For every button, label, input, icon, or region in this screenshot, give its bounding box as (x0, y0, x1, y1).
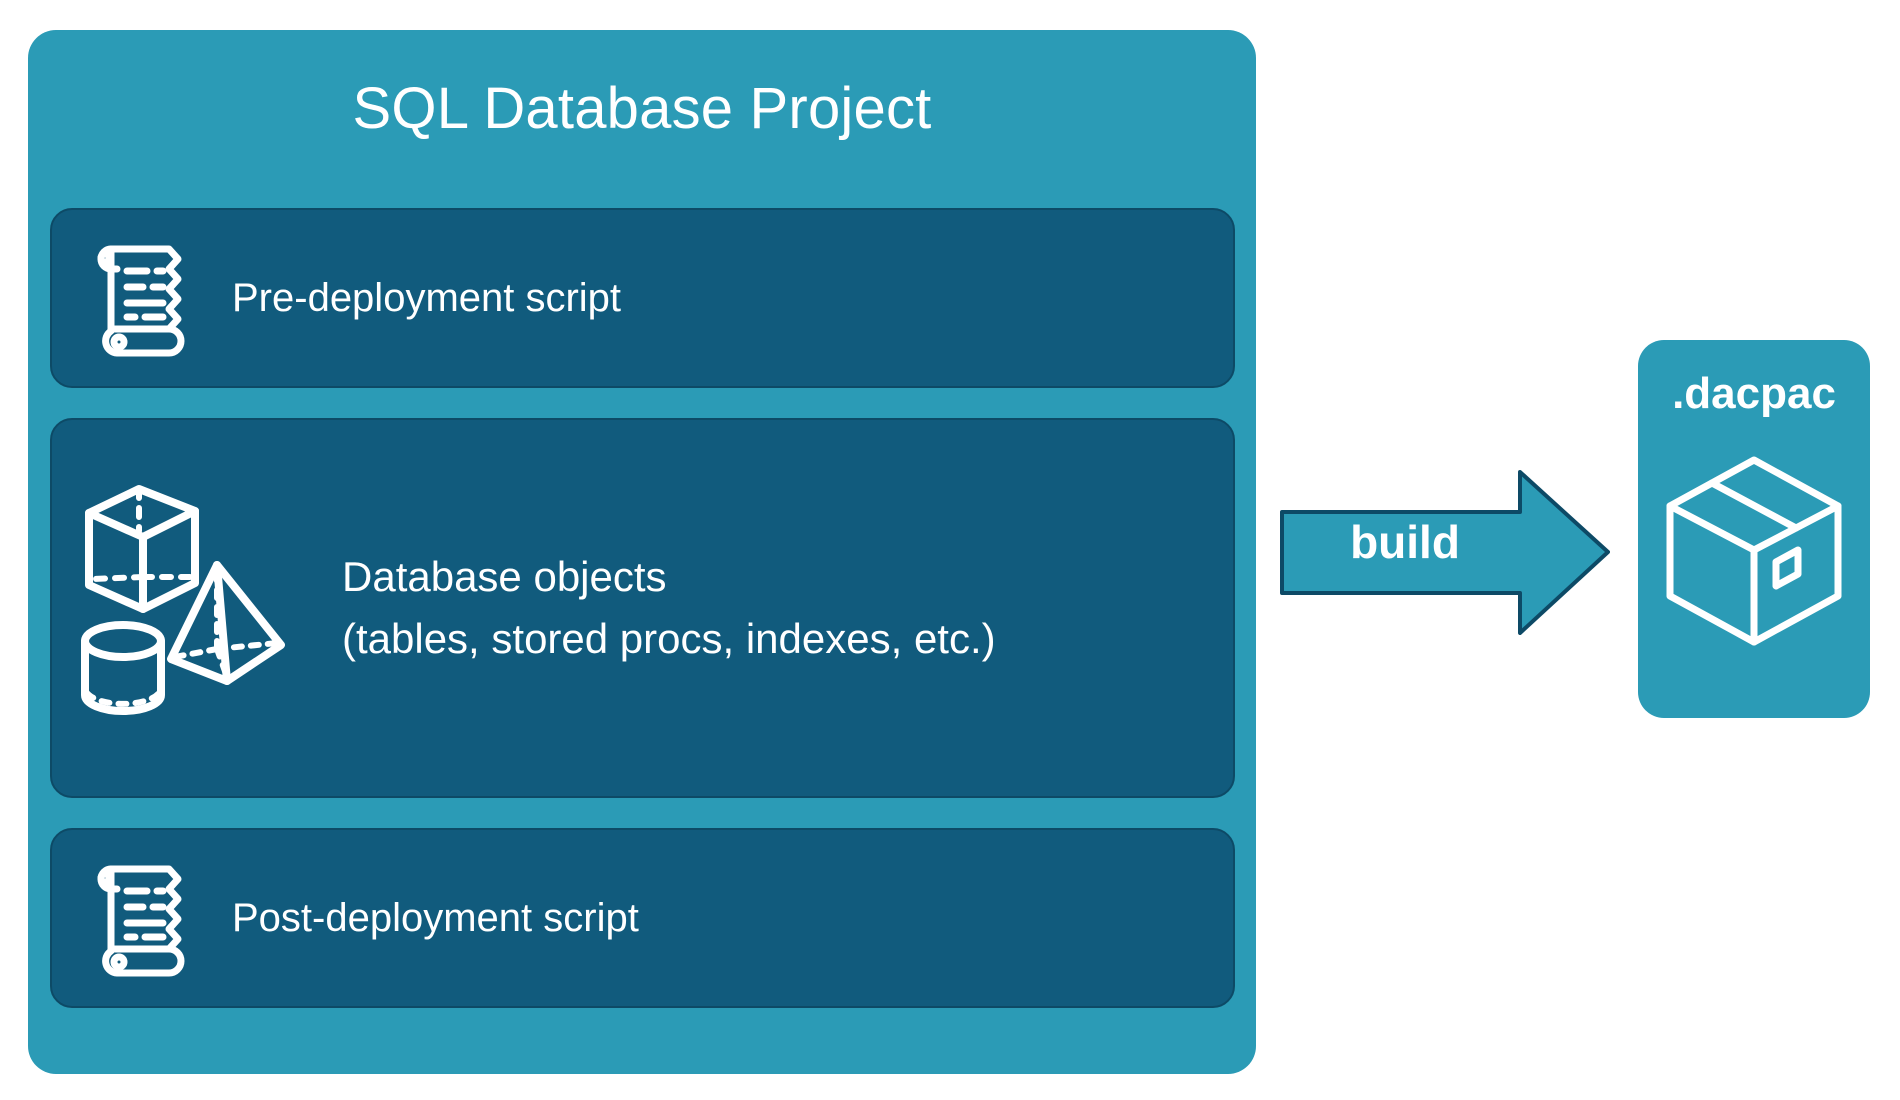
database-objects-label-line1: Database objects (342, 553, 667, 600)
dacpac-title: .dacpac (1672, 369, 1836, 418)
post-deployment-script-row[interactable]: Post-deployment script (50, 828, 1235, 1008)
project-title: SQL Database Project (352, 76, 932, 141)
database-objects-icon-group (52, 473, 342, 743)
database-objects-row[interactable]: Database objects (tables, stored procs, … (50, 418, 1235, 798)
pre-deployment-script-label: Pre-deployment script (232, 276, 622, 320)
pre-deployment-script-row[interactable]: Pre-deployment script (50, 208, 1235, 388)
database-objects-label-line2: (tables, stored procs, indexes, etc.) (342, 615, 996, 662)
cylinder-icon (81, 621, 165, 715)
dacpac-output-card[interactable]: .dacpac (1638, 340, 1870, 718)
build-arrow (1280, 470, 1610, 635)
cube-icon (85, 485, 199, 613)
scroll-icon (52, 237, 232, 359)
database-objects-label-block: Database objects (tables, stored procs, … (342, 546, 996, 670)
scroll-icon (52, 857, 232, 979)
sql-database-project-container: SQL Database Project (28, 30, 1256, 1074)
package-box-icon (1666, 456, 1842, 646)
pyramid-icon (167, 561, 285, 685)
post-deployment-script-label: Post-deployment script (232, 896, 639, 940)
